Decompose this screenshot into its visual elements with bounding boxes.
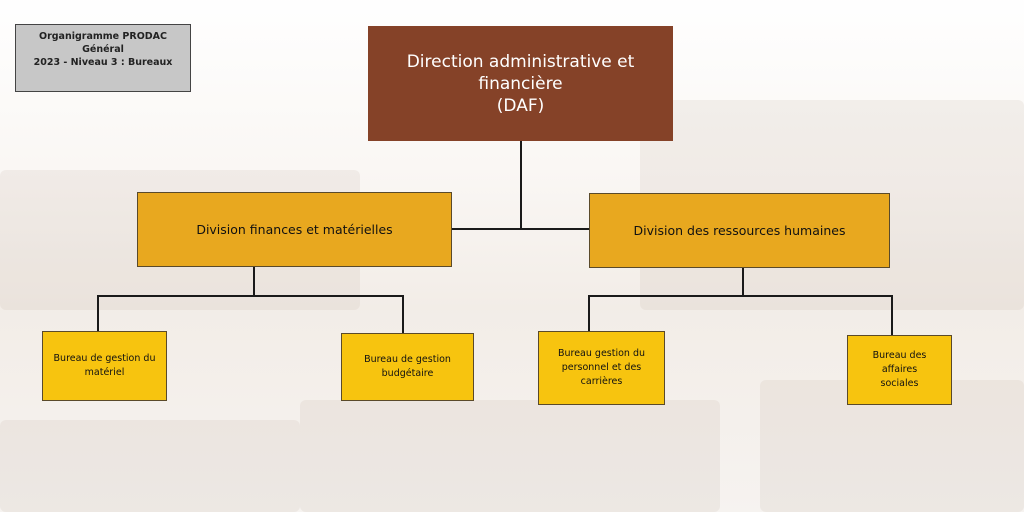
root-node-line-2: financière: [478, 73, 563, 94]
bureau-node-line-2: personnel et des: [561, 362, 642, 373]
connector-divisions-horizontal: [452, 228, 589, 230]
bureau-node-line-2: matériel: [84, 367, 125, 378]
connector-fin-right-drop: [402, 295, 404, 333]
chart-title-line-1: Organigramme PRODAC: [39, 31, 167, 42]
chart-title-line-2: Général: [82, 44, 124, 55]
connector-rh-horizontal: [588, 295, 893, 297]
connector-fin-down: [253, 267, 255, 296]
bureau-node-line-1: Bureau gestion du: [557, 348, 646, 359]
division-node-label: Division des ressources humaines: [633, 222, 846, 238]
root-node-daf: Direction administrative et financière (…: [368, 26, 673, 141]
connector-fin-horizontal: [97, 295, 404, 297]
bureau-node-personnel: Bureau gestion du personnel et des carri…: [538, 331, 665, 405]
connector-rh-right-drop: [891, 295, 893, 335]
division-node-label: Division finances et matérielles: [196, 221, 393, 237]
division-node-finances: Division finances et matérielles: [137, 192, 452, 267]
root-node-line-3: (DAF): [496, 95, 545, 116]
chart-title-line-3: 2023 - Niveau 3 : Bureaux: [33, 57, 173, 68]
bureau-node-line-1: Bureau de gestion du: [53, 353, 156, 364]
connector-rh-left-drop: [588, 295, 590, 331]
connector-rh-down: [742, 268, 744, 296]
bureau-node-line-1: Bureau des affaires: [872, 350, 927, 375]
bureau-node-materiel: Bureau de gestion du matériel: [42, 331, 167, 401]
bureau-node-budgetaire: Bureau de gestion budgétaire: [341, 333, 474, 401]
bureau-node-line-1: Bureau de gestion: [364, 354, 451, 365]
bureau-node-line-2: sociales: [880, 378, 919, 389]
bureau-node-line-2: budgétaire: [381, 368, 434, 379]
connector-fin-left-drop: [97, 295, 99, 331]
connector-root-down: [520, 141, 522, 229]
division-node-rh: Division des ressources humaines: [589, 193, 890, 268]
root-node-line-1: Direction administrative et: [406, 51, 635, 72]
bureau-node-line-3: carrières: [580, 376, 623, 387]
bureau-node-affaires-sociales: Bureau des affaires sociales: [847, 335, 952, 405]
chart-title-box: Organigramme PRODAC Général 2023 - Nivea…: [15, 24, 191, 92]
